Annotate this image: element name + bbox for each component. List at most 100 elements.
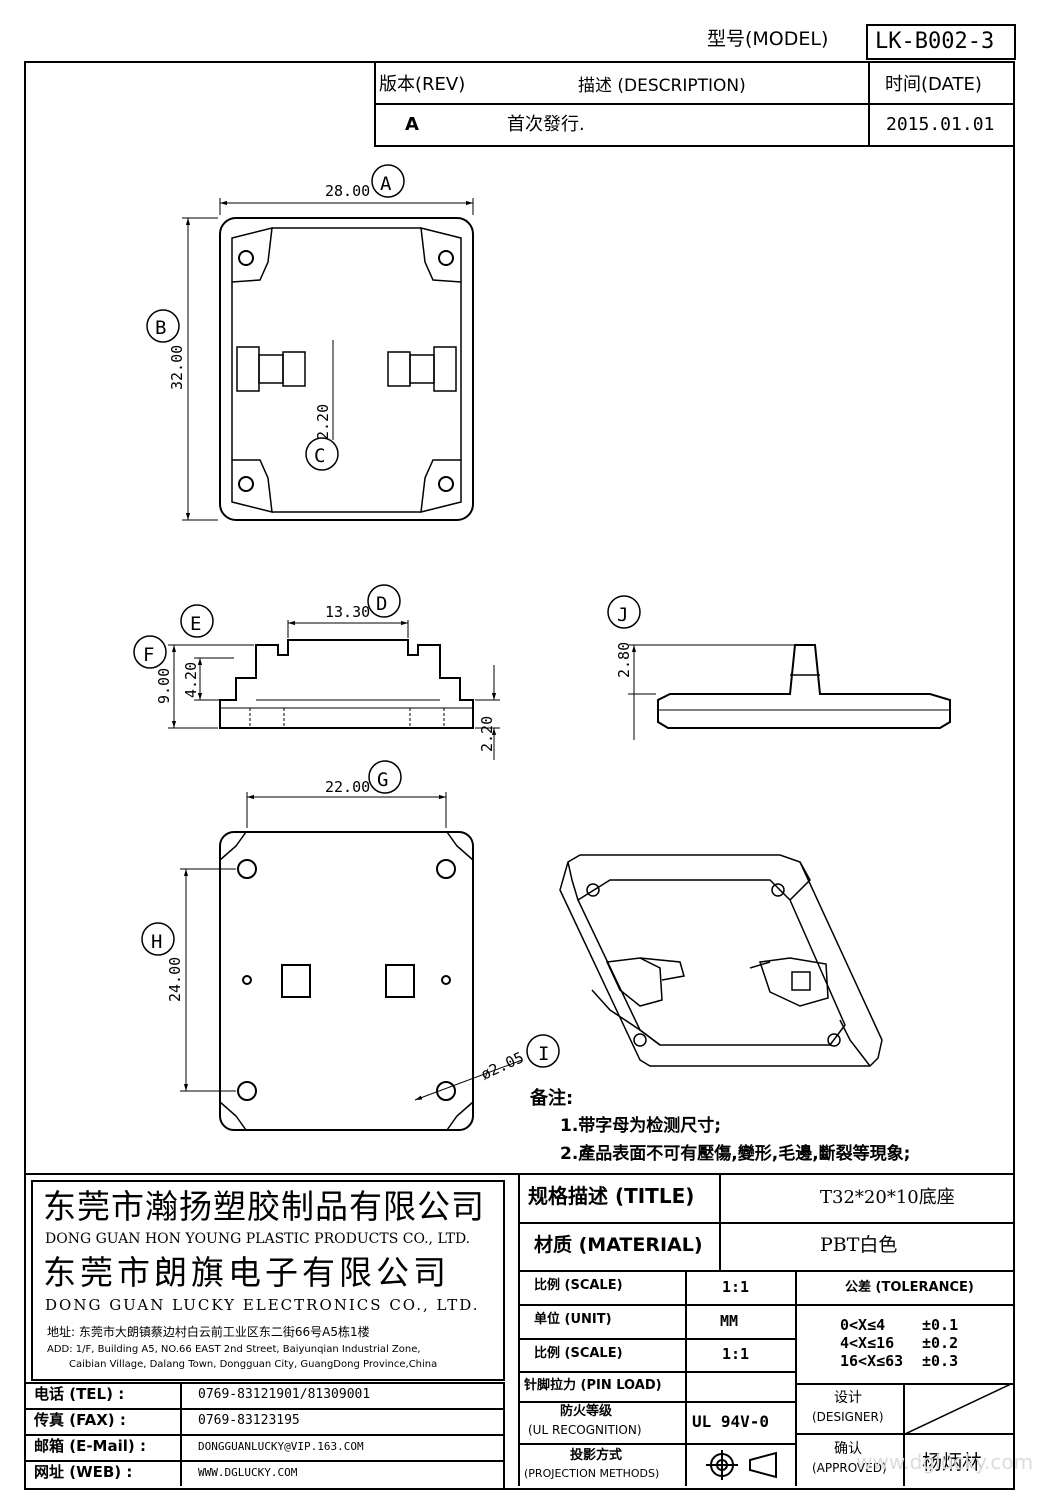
fax-label: 传真 (FAX) : [34, 1411, 126, 1429]
dim-i-letter: I [538, 1043, 549, 1065]
tol-range-1: 0<X≤4 [840, 1316, 886, 1334]
unit-value: MM [720, 1312, 739, 1330]
proj-label-2: (PROJECTION METHODS) [524, 1467, 660, 1480]
spec-title-col-line [719, 1173, 721, 1270]
drawing-frame [24, 61, 1015, 1490]
approved-label-2: (APPROVED) [812, 1461, 887, 1475]
company-name-2: 东莞市朗旗电子有限公司 [43, 1253, 450, 1292]
side-view [628, 644, 951, 740]
dim-k-value: 2.20 [478, 716, 496, 752]
tol-value-1: ±0.1 [922, 1316, 959, 1334]
tolerance-header-line [795, 1304, 1013, 1306]
contacts-row-line-1 [24, 1408, 503, 1410]
dim-h-value: 24.00 [166, 957, 184, 1002]
desc-value: 首次發行. [507, 114, 585, 135]
contacts-table [24, 1382, 505, 1488]
dim-d-letter: D [376, 593, 387, 615]
material-value: PBT白色 [820, 1234, 898, 1256]
date-value: 2015.01.01 [886, 114, 995, 135]
web-label: 网址 (WEB) : [34, 1463, 133, 1481]
approved-value: 杨炳林 [922, 1450, 982, 1474]
watermark: www.dglucky.com [856, 1450, 1034, 1474]
proj-label-1: 投影方式 [570, 1448, 623, 1463]
dim-a-value: 28.00 [325, 182, 370, 200]
spec-row-line-7 [518, 1443, 795, 1445]
rev-value: A [405, 114, 419, 135]
spec-row-line-5 [518, 1371, 795, 1373]
dim-b-value: 32.00 [168, 345, 186, 390]
spec-row-line-4 [518, 1338, 795, 1340]
dim-f-letter: F [143, 644, 154, 666]
scale2-value: 1:1 [722, 1345, 750, 1363]
model-label: 型号(MODEL) [707, 28, 829, 50]
email-value: DONGGUANLUCKY@VIP.163.COM [198, 1440, 364, 1453]
dim-b-letter: B [155, 317, 166, 339]
tol-range-2: 4<X≤16 [840, 1334, 895, 1352]
front-view [168, 620, 500, 760]
dim-d-value: 13.30 [325, 603, 370, 621]
company-address-en-1: ADD: 1/F, Building A5, NO.66 EAST 2nd St… [47, 1344, 421, 1355]
dim-h-letter: H [151, 931, 162, 953]
designer-slash [903, 1383, 1013, 1435]
projection-symbol-icon [706, 1450, 777, 1480]
spec-row-line-6 [518, 1401, 795, 1403]
note-2: 2.產品表面不可有壓傷,變形,毛邊,斷裂等現象; [560, 1144, 911, 1164]
dim-f-value: 9.00 [155, 668, 173, 704]
dim-j-value: 2.80 [615, 642, 633, 678]
spec-col-line-1 [685, 1270, 687, 1486]
spec-left-line [518, 1173, 520, 1486]
material-label: 材质 (MATERIAL) [534, 1234, 703, 1256]
top-view [182, 198, 474, 521]
notes-title: 备注: [530, 1088, 574, 1109]
bottom-view [180, 792, 523, 1131]
technical-drawing: 28.00 A 32.00 B 2.20 C 13.30 D E 4.20 F … [133, 164, 951, 1131]
tel-label: 电话 (TEL) : [34, 1385, 125, 1403]
note-1: 1.带字母为检测尺寸; [560, 1116, 722, 1136]
tol-value-3: ±0.3 [922, 1352, 959, 1370]
ul-label-2: (UL RECOGNITION) [528, 1423, 642, 1437]
scale2-label: 比例 (SCALE) [534, 1346, 623, 1361]
ul-value: UL 94V-0 [692, 1412, 770, 1431]
scale-label: 比例 (SCALE) [534, 1278, 623, 1293]
title-value: T32*20*10底座 [820, 1187, 955, 1208]
dim-i-value: ø2.05 [478, 1048, 527, 1083]
spec-col-line-2 [795, 1270, 797, 1486]
dim-e-letter: E [190, 613, 201, 635]
pinload-label: 针脚拉力 (PIN LOAD) [524, 1378, 662, 1393]
spec-row-line-3 [518, 1304, 795, 1306]
dim-g-value: 22.00 [325, 778, 370, 796]
dim-j-letter: J [617, 604, 628, 626]
tol-range-3: 16<X≤63 [840, 1352, 904, 1370]
scale-value: 1:1 [722, 1278, 750, 1296]
spec-row-line-1 [518, 1222, 1013, 1224]
date-header: 时间(DATE) [885, 74, 982, 95]
dim-e-value: 4.20 [182, 662, 200, 698]
designer-label-1: 设计 [834, 1390, 862, 1406]
isometric-view [559, 854, 883, 1067]
rev-divider [374, 103, 1013, 105]
ul-label-1: 防火等级 [560, 1404, 613, 1419]
dim-c-value: 2.20 [314, 404, 332, 440]
tolerance-label: 公差 (TOLERANCE) [845, 1280, 974, 1295]
tel-value: 0769-83121901/81309001 [198, 1387, 371, 1402]
company-address-cn: 地址: 东莞市大朗镇蔡边村白云前工业区东二街66号A5栋1楼 [47, 1325, 370, 1339]
approved-label-1: 确认 [834, 1441, 862, 1457]
fax-value: 0769-83123195 [198, 1413, 300, 1428]
company-address-en-2: Caibian Village, Dalang Town, Dongguan C… [69, 1359, 438, 1370]
dim-a-letter: A [380, 173, 392, 195]
company-name-1: 东莞市瀚扬塑胶制品有限公司 [43, 1187, 485, 1226]
title-label: 规格描述 (TITLE) [528, 1184, 695, 1208]
spec-row-line-2 [518, 1270, 1013, 1272]
rev-header: 版本(REV) [379, 74, 466, 95]
desc-header: 描述 (DESCRIPTION) [578, 76, 746, 96]
company-name-1-en: DONG GUAN HON YOUNG PLASTIC PRODUCTS CO.… [45, 1231, 471, 1247]
email-label: 邮箱 (E-Mail) : [34, 1437, 146, 1455]
dim-g-letter: G [377, 769, 388, 791]
model-box: LK-B002-3 [866, 24, 1016, 60]
dim-c-letter: C [314, 445, 325, 467]
web-value: WWW.DGLUCKY.COM [198, 1466, 298, 1479]
designer-label-2: (DESIGNER) [812, 1410, 884, 1424]
company-name-2-en: DONG GUAN LUCKY ELECTRONICS CO., LTD. [45, 1296, 480, 1314]
company-block: 东莞市瀚扬塑胶制品有限公司 DONG GUAN HON YOUNG PLASTI… [31, 1180, 505, 1381]
unit-label: 单位 (UNIT) [534, 1312, 612, 1327]
